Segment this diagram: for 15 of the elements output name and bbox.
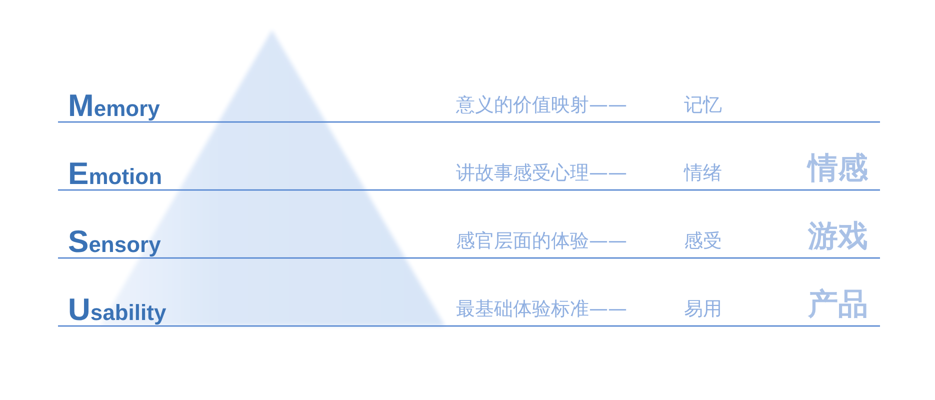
level-description: 易用 [684,300,722,319]
level-description: 最基础体验标准—— [456,300,627,319]
category-label: 情感 [808,154,868,184]
level-description: 感受 [684,232,722,251]
level-description: 感官层面的体验—— [456,232,627,251]
category-label: 产品 [808,290,868,320]
level-description: 情绪 [684,164,722,183]
level-description: 讲故事感受心理—— [456,164,627,183]
level-title: Memory [68,90,160,121]
category-label: 游戏 [808,222,868,252]
level-description: 意义的价值映射—— [456,96,627,115]
level-title: Sensory [68,226,161,257]
level-title: Usability [68,294,166,325]
level-title: Emotion [68,158,162,189]
level-description: 记忆 [684,96,722,115]
